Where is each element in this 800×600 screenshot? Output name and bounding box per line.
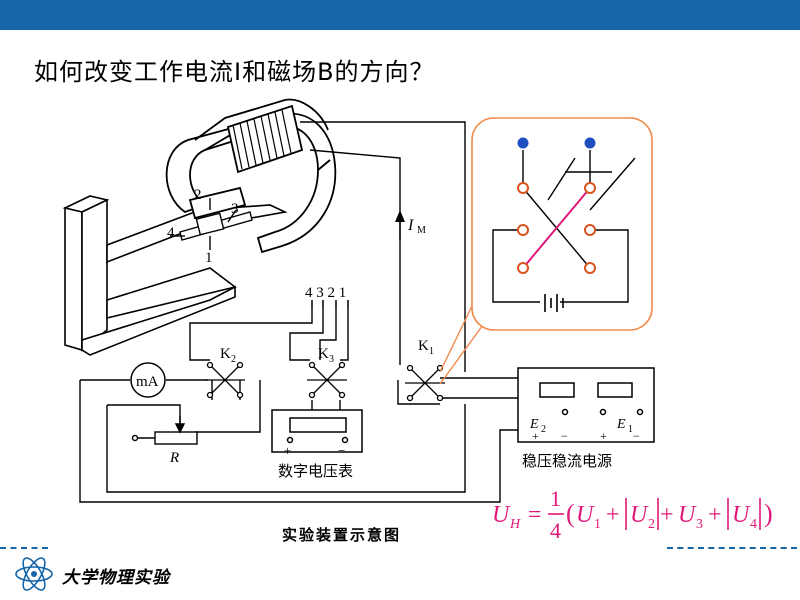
- digital-voltmeter: [271, 409, 363, 453]
- hall-voltage-formula: U H = 1 4 ( U 1 + U 2 + U 3 + U 4 ): [492, 486, 773, 543]
- atom-logo-icon: [15, 557, 53, 591]
- milliammeter-label: mA: [136, 374, 159, 390]
- page-title: 如何改变工作电流I和磁场B的方向？: [34, 58, 435, 86]
- voltmeter-minus: −: [338, 443, 345, 458]
- formula-u4: U: [732, 502, 751, 528]
- voltmeter-plus: +: [284, 443, 291, 458]
- voltmeter-name: 数字电压表: [278, 462, 353, 480]
- e2-minus: −: [561, 429, 568, 443]
- current-arrow: [395, 210, 405, 240]
- power-supply-name: 稳压稳流电源: [522, 452, 612, 470]
- switch-k3: [307, 361, 347, 399]
- formula-plus-3: +: [708, 502, 722, 528]
- e1-minus: −: [633, 429, 640, 443]
- formula-open-paren: (: [566, 499, 575, 528]
- probe-label-1: 1: [205, 250, 213, 266]
- electromagnet: [165, 98, 337, 254]
- switch-k1: [405, 364, 445, 402]
- terminal-labels-4321: 4 3 2 1: [305, 285, 346, 301]
- footer-divider-left: [0, 547, 48, 549]
- footer-divider-right: [667, 547, 797, 549]
- current-im-label: I: [407, 217, 414, 234]
- switch-callout: [439, 117, 653, 385]
- formula-u3-subscript: 3: [696, 517, 703, 532]
- probe-label-4: 4: [167, 225, 175, 241]
- formula-plus-1: +: [606, 502, 620, 528]
- formula-denominator: 4: [550, 518, 561, 543]
- formula-u1-subscript: 1: [594, 517, 601, 532]
- course-name: 大学物理实验: [62, 568, 170, 588]
- rheostat: [131, 416, 198, 445]
- k2-label: K: [220, 346, 231, 362]
- k3-label: K: [318, 346, 329, 362]
- e2-plus: +: [532, 429, 539, 443]
- k3-subscript: 3: [329, 354, 334, 365]
- formula-close-paren: ): [764, 499, 773, 528]
- e1-plus: +: [600, 429, 607, 443]
- e1-label: E: [616, 417, 626, 432]
- formula-u1: U: [576, 502, 595, 528]
- formula-lhs-subscript: H: [509, 517, 521, 532]
- terminal-posts: [311, 300, 349, 308]
- rheostat-label: R: [169, 450, 179, 466]
- top-banner: [0, 0, 800, 30]
- k1-label: K: [418, 338, 429, 354]
- e2-label: E: [529, 417, 539, 432]
- formula-u2-subscript: 2: [648, 517, 655, 532]
- k1-subscript: 1: [429, 346, 434, 357]
- probe-label-2: 2: [194, 187, 202, 203]
- formula-numerator: 1: [550, 486, 561, 511]
- switch-k2: [205, 361, 245, 399]
- figure-caption: 实验装置示意图: [282, 526, 402, 544]
- formula-plus-2: +: [660, 502, 674, 528]
- circuit-wiring: [79, 121, 518, 503]
- current-im-subscript: M: [417, 225, 426, 236]
- formula-u4-subscript: 4: [750, 517, 757, 532]
- power-supply: [517, 367, 655, 443]
- e2-subscript: 2: [541, 424, 546, 435]
- formula-u3: U: [678, 502, 697, 528]
- formula-lhs: U: [492, 502, 511, 528]
- e1-subscript: 1: [628, 424, 633, 435]
- k2-subscript: 2: [231, 354, 236, 365]
- milliammeter: [130, 362, 166, 398]
- hall-probe: [170, 198, 253, 250]
- probe-label-3: 3: [231, 201, 239, 217]
- formula-u2: U: [630, 502, 649, 528]
- formula-equals: =: [528, 502, 542, 528]
